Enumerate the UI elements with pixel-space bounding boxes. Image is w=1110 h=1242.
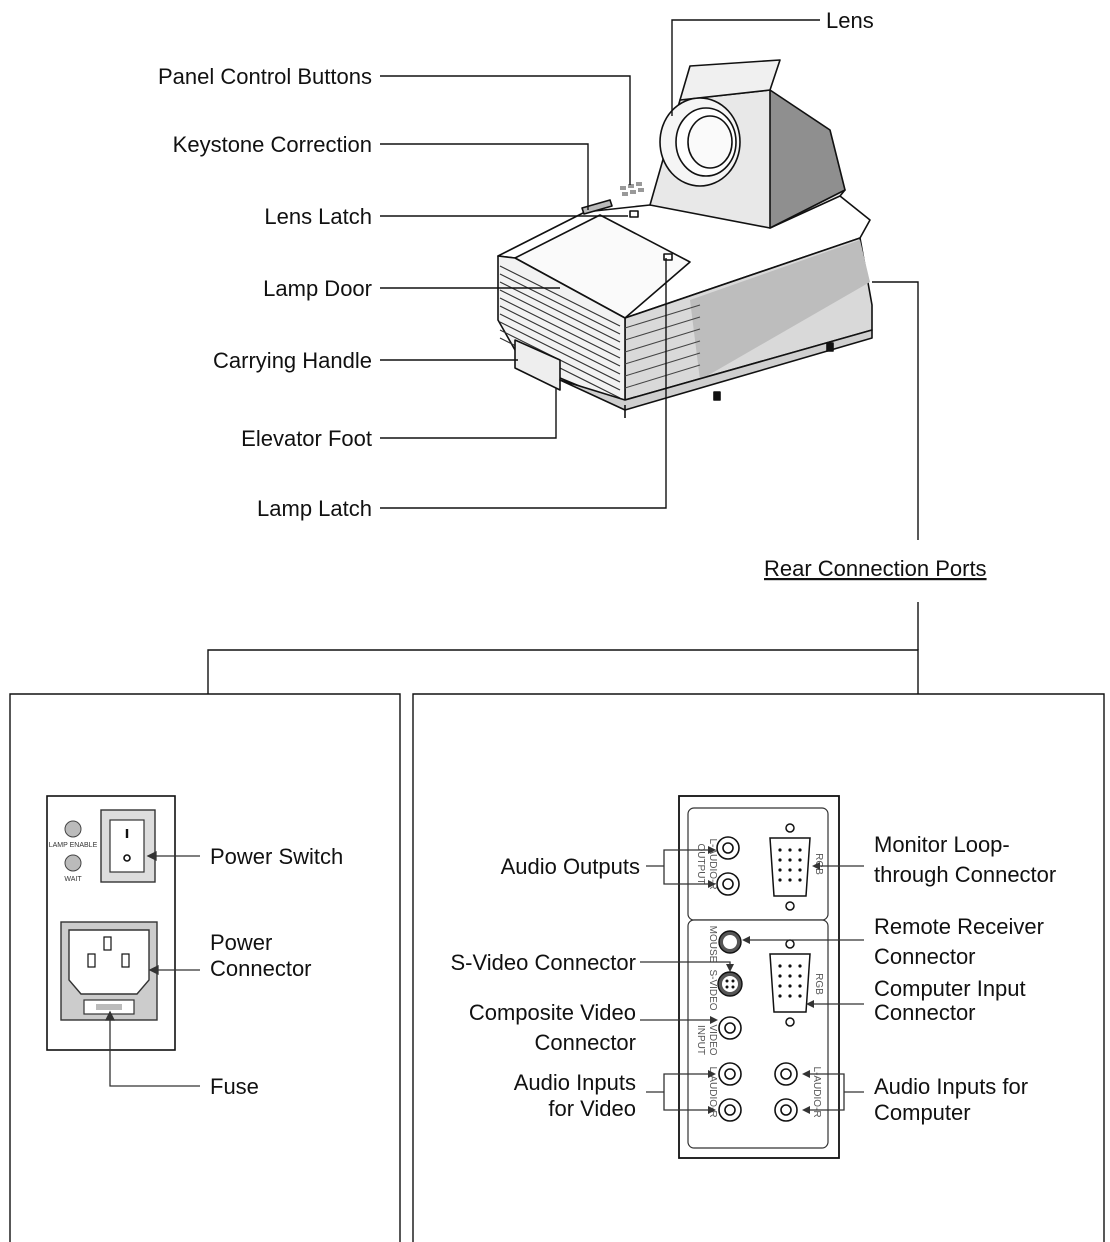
fuse-label: Fuse <box>210 1074 259 1099</box>
video-laudio-text: L-AUDIO-R <box>707 1066 718 1117</box>
fuse <box>83 999 135 1015</box>
power-connector-label-2: Connector <box>210 956 312 981</box>
lamp-enable-text: LAMP ENABLE <box>49 842 98 849</box>
mouse-port <box>718 930 742 954</box>
audio-inputs-computer-label-2: Computer <box>874 1100 971 1125</box>
monitor-loop-through-port <box>769 823 811 911</box>
power-connector-label-1: Power <box>210 930 272 955</box>
io-arrowheads <box>708 846 820 1114</box>
audio-inputs-video-label-2: for Video <box>548 1096 636 1121</box>
composite-video-label-1: Composite Video <box>469 1000 636 1025</box>
computer-input-label-2: Connector <box>874 1000 976 1025</box>
remote-receiver-label-1: Remote Receiver <box>874 914 1044 939</box>
svideo-text: S-VIDEO <box>707 969 718 1010</box>
projector-leader-lines <box>207 19 919 694</box>
rear-connection-ports-title: Rear Connection Ports <box>764 556 987 581</box>
video-text: VIDEO <box>707 1024 718 1055</box>
computer-input-label-1: Computer Input <box>874 976 1026 1001</box>
wait-led <box>64 854 82 872</box>
wait-text: WAIT <box>64 876 82 883</box>
power-switch[interactable] <box>100 809 156 883</box>
audio-inputs-computer-label-1: Audio Inputs for <box>874 1074 1028 1099</box>
output-text: OUTPUT <box>695 843 706 884</box>
monitor-loop-label-1: Monitor Loop- <box>874 832 1010 857</box>
lens-latch-label: Lens Latch <box>264 204 372 229</box>
s-video-connector-label: S-Video Connector <box>451 950 637 975</box>
keystone-correction-label: Keystone Correction <box>173 132 372 157</box>
right-panel: OUTPUT L-AUDIO-R RGB MOUSE S-VIDEO INPUT… <box>412 693 1105 1242</box>
audio-outputs-label: Audio Outputs <box>501 854 640 879</box>
monitor-loop-label-2: through Connector <box>874 862 1056 887</box>
composite-video-label-2: Connector <box>534 1030 636 1055</box>
left-panel: LAMP ENABLE WAIT <box>9 693 401 1242</box>
input-jacks <box>718 1016 798 1122</box>
carrying-handle-label: Carrying Handle <box>213 348 372 373</box>
power-switch-label: Power Switch <box>210 844 343 869</box>
rgb-in-text: RGB <box>813 973 824 995</box>
remote-receiver-label-2: Connector <box>874 944 976 969</box>
panel-control-buttons-label: Panel Control Buttons <box>158 64 372 89</box>
elevator-foot-label: Elevator Foot <box>241 426 372 451</box>
lamp-door-label: Lamp Door <box>263 276 372 301</box>
lamp-latch-label: Lamp Latch <box>257 496 372 521</box>
lamp-enable-led <box>64 820 82 838</box>
output-laudio-text: L-AUDIO-R <box>707 838 718 889</box>
audio-inputs-video-label-1: Audio Inputs <box>514 1070 636 1095</box>
s-video-port <box>717 971 743 997</box>
lens-label: Lens <box>826 8 874 33</box>
audio-output-jacks <box>716 836 740 896</box>
computer-input-port <box>769 939 811 1027</box>
input-text: INPUT <box>695 1025 706 1055</box>
projector-illustration <box>497 59 873 418</box>
mouse-text: MOUSE <box>707 926 718 963</box>
computer-laudio-text: L-AUDIO-R <box>811 1066 822 1117</box>
